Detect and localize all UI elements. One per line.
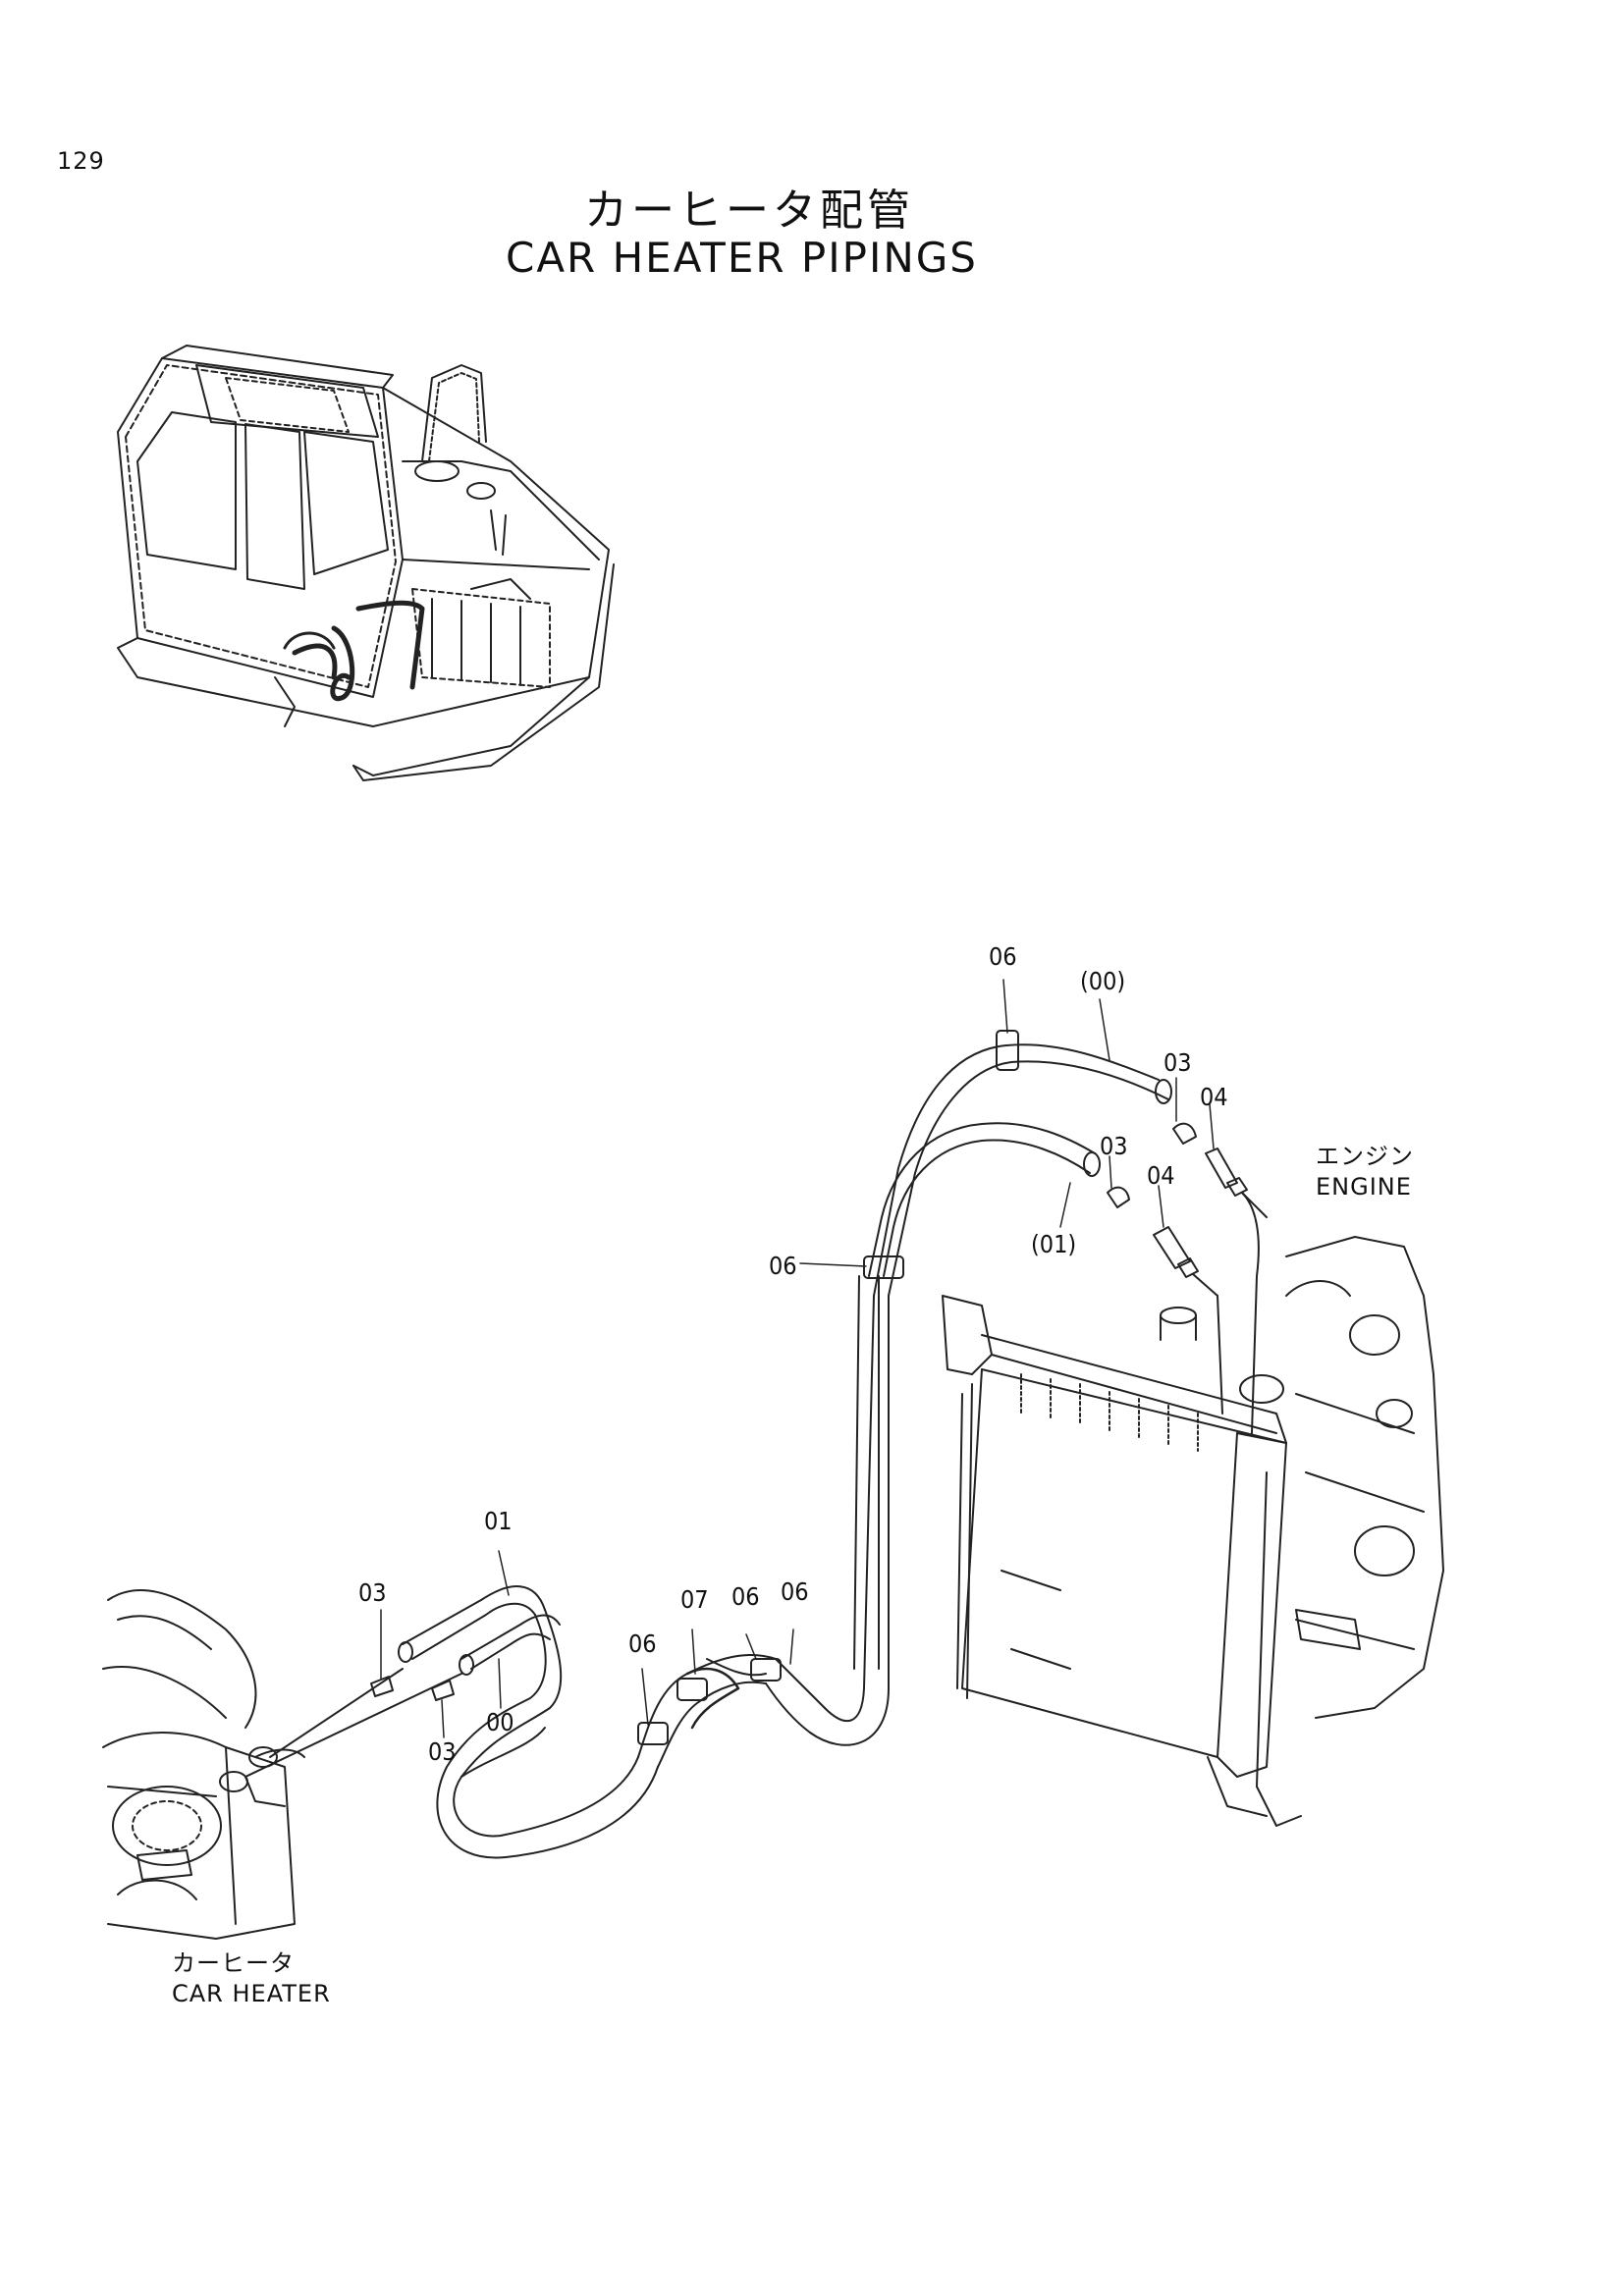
page-number: 129 — [57, 147, 105, 175]
part-label-06-left: 06 — [769, 1252, 797, 1280]
engine-label-japanese: エンジン — [1316, 1143, 1414, 1170]
car-heater-label-english: CAR HEATER — [172, 1980, 331, 2007]
part-label-04-middle: 04 — [1147, 1161, 1175, 1190]
part-label-00-paren: (00) — [1080, 967, 1126, 995]
part-label-00: 00 — [486, 1708, 514, 1736]
part-label-03-heater-left: 03 — [358, 1578, 387, 1607]
part-label-03-upper: 03 — [1163, 1048, 1192, 1077]
part-label-06-clamp-a: 06 — [628, 1629, 657, 1658]
part-label-01-paren: (01) — [1031, 1230, 1077, 1258]
leader-lines — [380, 979, 1215, 1738]
page-title-japanese: カーヒータ配管 — [584, 186, 914, 236]
part-label-04-upper: 04 — [1200, 1083, 1228, 1111]
engine-side-fittings — [1107, 1122, 1268, 1297]
radiator-engine-illustration — [942, 1192, 1444, 1827]
part-label-03-heater-bottom: 03 — [428, 1737, 457, 1766]
part-label-06-clamp-c: 06 — [781, 1577, 809, 1606]
car-heater-unit-illustration — [102, 1589, 462, 1940]
part-label-06-clamp-b: 07 — [680, 1585, 709, 1614]
excavator-overview-illustration — [117, 345, 615, 781]
part-label-07: 06 — [731, 1582, 760, 1611]
engine-label-english: ENGINE — [1316, 1173, 1412, 1201]
part-label-01: 01 — [484, 1507, 513, 1535]
car-heater-label-japanese: カーヒータ — [172, 1949, 295, 1977]
page-title-english: CAR HEATER PIPINGS — [506, 234, 978, 282]
part-label-06-top: 06 — [989, 942, 1017, 971]
heater-hose-routing — [398, 1030, 1172, 1859]
part-label-03-middle: 03 — [1100, 1132, 1128, 1160]
